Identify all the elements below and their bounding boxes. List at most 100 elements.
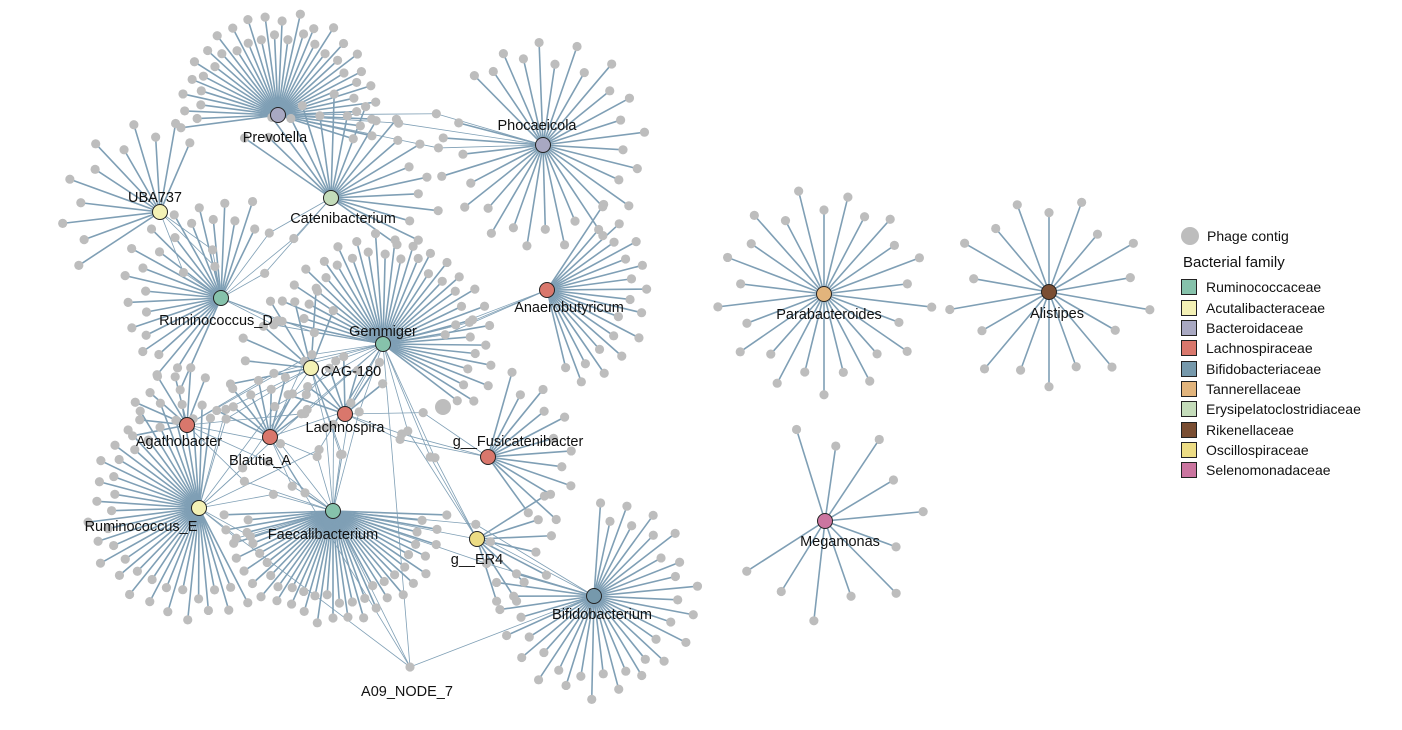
phage-node[interactable] — [572, 41, 582, 52]
phage-node[interactable] — [605, 516, 615, 526]
phage-node[interactable] — [123, 297, 133, 307]
phage-node[interactable] — [300, 488, 310, 498]
host-node[interactable] — [816, 286, 832, 302]
phage-node[interactable] — [339, 351, 349, 362]
phage-node[interactable] — [469, 396, 479, 406]
phage-node[interactable] — [538, 384, 548, 395]
phage-node[interactable] — [368, 581, 378, 591]
phage-node[interactable] — [138, 263, 148, 273]
phage-node[interactable] — [620, 254, 631, 264]
phage-node[interactable] — [640, 654, 650, 664]
phage-node[interactable] — [927, 302, 937, 312]
phage-node[interactable] — [109, 471, 119, 482]
phage-node[interactable] — [169, 210, 179, 220]
phage-node[interactable] — [681, 637, 691, 648]
phage-node[interactable] — [263, 457, 273, 467]
phage-node[interactable] — [1015, 365, 1026, 375]
phage-node[interactable] — [488, 66, 498, 77]
phage-node[interactable] — [675, 557, 685, 567]
phage-node[interactable] — [212, 31, 222, 41]
phage-node[interactable] — [147, 574, 157, 585]
phage-node[interactable] — [422, 172, 432, 182]
phage-node[interactable] — [196, 86, 206, 96]
phage-node[interactable] — [624, 93, 635, 103]
phage-node[interactable] — [613, 312, 623, 322]
phage-node[interactable] — [339, 68, 349, 78]
phage-node[interactable] — [299, 606, 309, 617]
phage-node[interactable] — [287, 583, 297, 593]
phage-node[interactable] — [1044, 382, 1054, 392]
phage-node[interactable] — [310, 591, 320, 601]
phage-node[interactable] — [637, 260, 648, 270]
phage-node[interactable] — [258, 321, 269, 331]
phage-node[interactable] — [138, 346, 148, 357]
phage-node[interactable] — [631, 236, 641, 247]
phage-node[interactable] — [231, 553, 241, 563]
phage-node[interactable] — [248, 538, 258, 548]
phage-node[interactable] — [210, 62, 220, 72]
phage-node[interactable] — [171, 415, 181, 425]
phage-node[interactable] — [541, 570, 552, 580]
phage-node[interactable] — [576, 377, 586, 387]
phage-node[interactable] — [65, 174, 75, 184]
phage-node[interactable] — [228, 383, 238, 394]
phage-node[interactable] — [178, 89, 188, 99]
phage-node[interactable] — [466, 178, 476, 188]
phage-node[interactable] — [735, 347, 745, 357]
phage-node[interactable] — [324, 363, 335, 373]
phage-node[interactable] — [312, 618, 322, 628]
host-node[interactable] — [262, 429, 278, 445]
phage-node[interactable] — [885, 214, 895, 224]
phage-node[interactable] — [315, 111, 325, 121]
phage-node[interactable] — [231, 533, 241, 543]
phage-node[interactable] — [495, 604, 505, 615]
phage-node[interactable] — [614, 219, 624, 229]
phage-node[interactable] — [483, 381, 493, 391]
phage-node[interactable] — [1107, 362, 1117, 372]
phage-node[interactable] — [221, 404, 231, 414]
phage-node[interactable] — [522, 241, 532, 251]
phage-node[interactable] — [458, 380, 469, 390]
phage-node[interactable] — [196, 100, 206, 110]
phage-node[interactable] — [333, 55, 343, 65]
phage-node[interactable] — [355, 121, 365, 131]
phage-node[interactable] — [486, 228, 496, 238]
phage-node[interactable] — [83, 517, 93, 527]
phage-node[interactable] — [186, 363, 196, 373]
phage-node[interactable] — [800, 367, 810, 377]
phage-node[interactable] — [456, 301, 467, 311]
phage-node[interactable] — [595, 498, 606, 508]
phage-node[interactable] — [1145, 305, 1155, 315]
phage-node[interactable] — [656, 553, 666, 563]
phage-node[interactable] — [114, 454, 124, 465]
phage-node[interactable] — [609, 331, 619, 341]
phage-node[interactable] — [776, 586, 786, 597]
phage-node[interactable] — [378, 379, 388, 389]
phage-node[interactable] — [141, 330, 151, 340]
phage-node[interactable] — [425, 248, 436, 258]
phage-node[interactable] — [469, 71, 479, 81]
phage-node[interactable] — [413, 235, 423, 245]
phage-node[interactable] — [130, 445, 140, 455]
phage-node[interactable] — [481, 558, 492, 569]
phage-node[interactable] — [349, 93, 359, 103]
phage-node[interactable] — [551, 514, 561, 525]
phage-node[interactable] — [379, 576, 389, 587]
phage-node[interactable] — [197, 400, 207, 410]
phage-node[interactable] — [458, 149, 468, 159]
host-node[interactable] — [535, 137, 551, 153]
phage-node[interactable] — [516, 612, 526, 622]
host-node[interactable] — [586, 588, 602, 604]
phage-node[interactable] — [354, 407, 364, 417]
phage-node[interactable] — [264, 228, 274, 238]
phage-node[interactable] — [470, 348, 480, 359]
phage-node[interactable] — [178, 267, 189, 278]
phage-node[interactable] — [352, 237, 362, 247]
phage-node[interactable] — [239, 133, 250, 143]
phage-node[interactable] — [1071, 362, 1081, 372]
phage-node[interactable] — [969, 274, 979, 284]
phage-node[interactable] — [171, 118, 181, 129]
phage-node[interactable] — [200, 373, 210, 383]
phage-node[interactable] — [110, 440, 120, 450]
phage-node[interactable] — [621, 666, 631, 676]
